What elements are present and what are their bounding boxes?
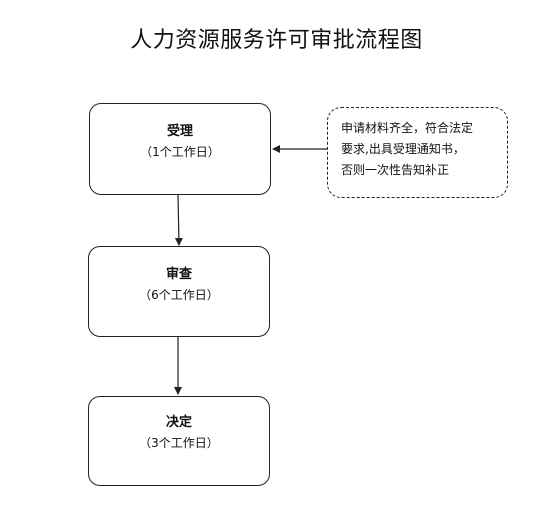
diagram-title: 人力资源服务许可审批流程图 [130, 28, 423, 53]
step-duration: （6个工作日） [139, 288, 219, 302]
acceptance-note: 申请材料齐全，符合法定 要求,出具受理通知书， 否则一次性告知补正 [327, 107, 508, 198]
note-line: 申请材料齐全，符合法定 [341, 121, 474, 135]
step-name: 决定 [165, 415, 192, 430]
step-box-review: 审查 （6个工作日） [88, 246, 270, 337]
step-duration: （1个工作日） [140, 145, 220, 159]
step-name: 审查 [165, 267, 192, 282]
step-box-decision: 决定 （3个工作日） [88, 396, 270, 486]
note-line: 要求,出具受理通知书， [341, 142, 465, 156]
step-name: 受理 [166, 124, 193, 139]
note-line: 否则一次性告知补正 [341, 163, 450, 177]
step-box-acceptance: 受理 （1个工作日） [89, 103, 271, 195]
step-duration: （3个工作日） [139, 436, 219, 450]
arrow-step1-to-step2 [174, 194, 183, 246]
